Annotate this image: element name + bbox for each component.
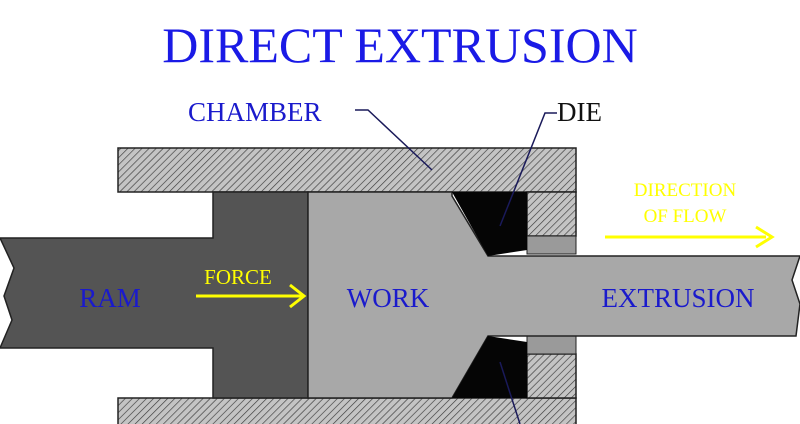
- force-arrow-head: [289, 283, 307, 309]
- ram: [0, 191, 309, 399]
- chamber-end-wall-top: [526, 191, 577, 237]
- chamber-end-wall-bottom: [526, 353, 577, 399]
- chamber-top-wall: [117, 147, 577, 193]
- direction-arrow-head: [755, 225, 775, 249]
- die-top: [452, 192, 527, 256]
- chamber-label: CHAMBER: [188, 97, 322, 127]
- direction-label-line2: OF FLOW: [644, 206, 727, 227]
- chamber-end-insert-bottom: [526, 335, 577, 355]
- chamber-bottom-wall: [117, 397, 577, 424]
- direction-label-line1: DIRECTION: [634, 180, 737, 201]
- chamber-end-insert-top: [526, 235, 577, 255]
- work-label: WORK: [347, 283, 430, 313]
- extrusion-label: EXTRUSION: [602, 283, 755, 313]
- diagram-title: DIRECT EXTRUSION: [162, 17, 637, 73]
- die-leader-line: [499, 112, 557, 227]
- force-label: FORCE: [204, 265, 272, 289]
- chamber-leader-line: [355, 109, 433, 171]
- work-billet: [307, 191, 800, 399]
- die-bottom: [452, 336, 527, 398]
- die-bottom-leader-line: [499, 361, 521, 424]
- die-label: DIE: [557, 97, 602, 127]
- ram-label: RAM: [79, 283, 141, 313]
